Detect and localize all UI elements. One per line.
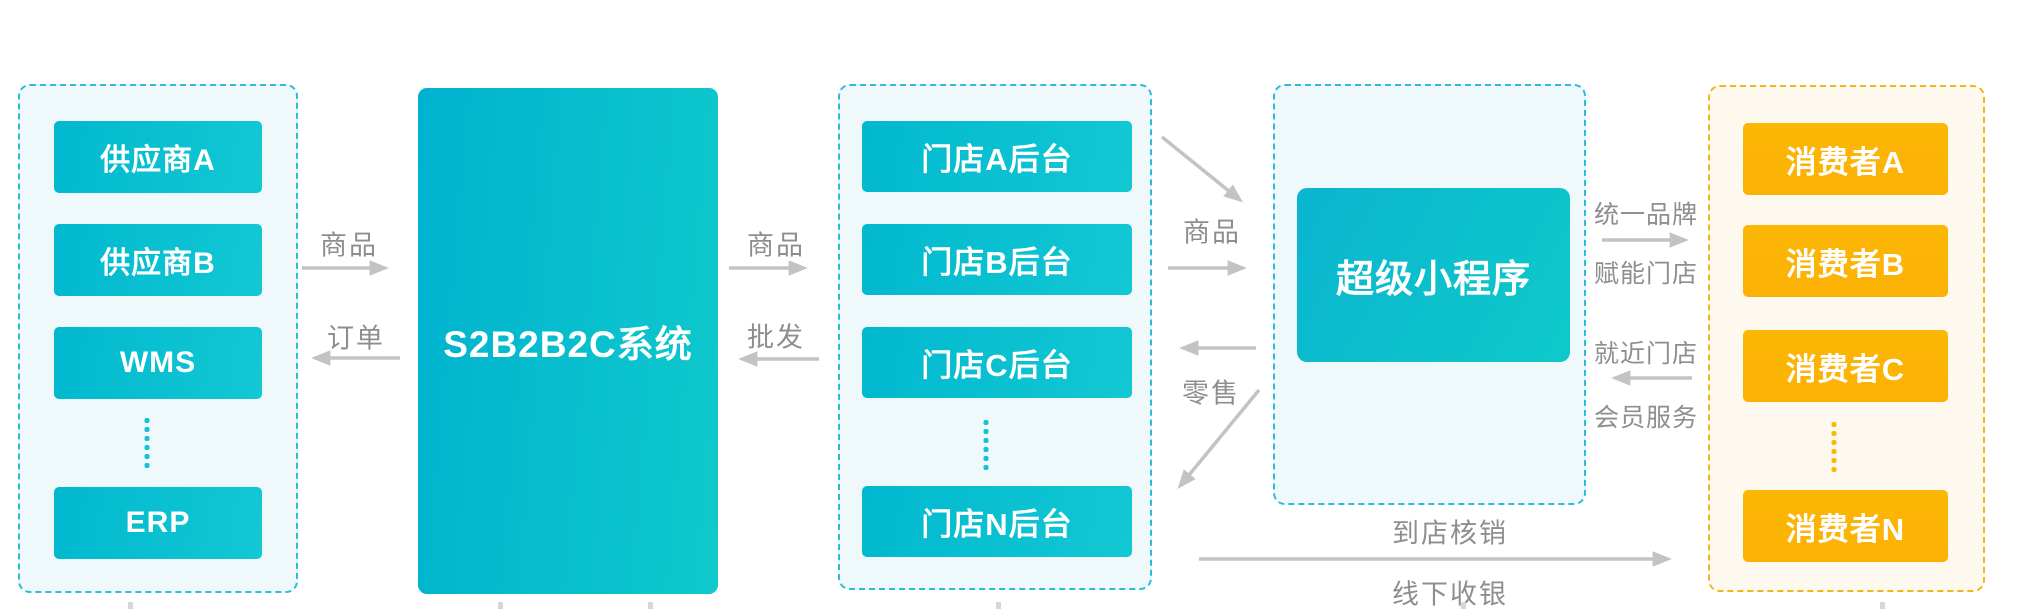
flow-label-instore-verify: 到店核销 (1392, 518, 1508, 549)
flow-label-empower-stores: 赋能门店 (1593, 260, 1699, 288)
flow-label-nearby-store: 就近门店 (1593, 340, 1699, 368)
flow-label-retail: 零售 (1182, 378, 1240, 409)
store-box-a: 门店A后台 (862, 121, 1132, 192)
miniprogram-box: 超级小程序 (1297, 188, 1570, 362)
consumer-box-n: 消费者N (1743, 490, 1948, 562)
bottom-crop-mark (1880, 602, 1885, 609)
store-box-c: 门店C后台 (862, 327, 1132, 398)
flow-label-orders: 订单 (327, 323, 385, 354)
bottom-crop-mark (996, 602, 1001, 609)
consumer-box-b: 消费者B (1743, 225, 1948, 297)
consumer-box-c: 消费者C (1743, 330, 1948, 402)
store-box-b: 门店B后台 (862, 224, 1132, 295)
wms-box: WMS (54, 327, 262, 399)
ellipsis-dots (1831, 422, 1837, 472)
erp-box: ERP (54, 487, 262, 559)
store-box-n: 门店N后台 (862, 486, 1132, 557)
bottom-crop-mark (128, 602, 133, 609)
bottom-crop-mark (1461, 602, 1466, 609)
ellipsis-dots (983, 420, 989, 470)
flow-label-unified-brand: 统一品牌 (1593, 201, 1699, 229)
flow-label-offline-cashier: 线下收银 (1392, 579, 1508, 609)
flow-label-goods-3: 商品 (1183, 217, 1241, 248)
flow-label-member-service: 会员服务 (1593, 404, 1699, 432)
supplier-box-a: 供应商A (54, 121, 262, 193)
ellipsis-dots (144, 418, 150, 468)
arrow-diagonal-storea-to-miniprogram (1160, 135, 1243, 203)
flow-label-goods-1: 商品 (320, 230, 378, 261)
flow-label-goods-2: 商品 (747, 230, 805, 261)
bottom-crop-mark (498, 602, 503, 609)
arrow-diagonal-miniprogram-to-storen (1177, 388, 1261, 489)
bottom-crop-mark (648, 602, 653, 609)
platform-box: S2B2B2C系统 (418, 88, 718, 594)
flow-label-wholesale: 批发 (747, 322, 805, 353)
consumer-box-a: 消费者A (1743, 123, 1948, 195)
supplier-box-b: 供应商B (54, 224, 262, 296)
